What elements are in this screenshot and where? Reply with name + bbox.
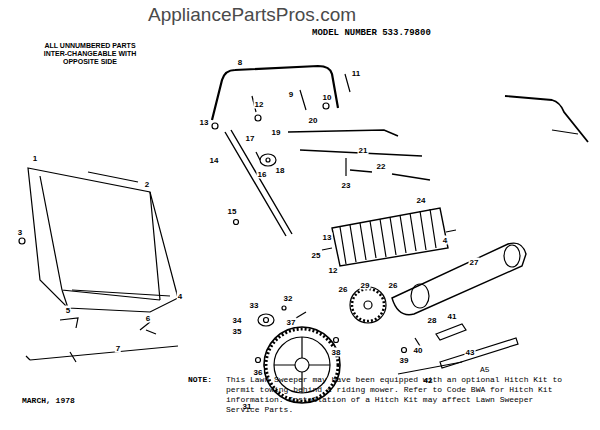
callout-number: 7 [115, 344, 121, 353]
note-heading: NOTE: [188, 375, 212, 385]
callout-number: 1 [32, 154, 38, 163]
callout-number: 13 [322, 233, 333, 242]
callout-number: 4 [442, 236, 448, 245]
callout-number: 37 [286, 318, 297, 327]
callout-number: 18 [275, 166, 286, 175]
callout-number: 5 [65, 306, 71, 315]
note-text: This Lawn Sweeper may have been equipped… [226, 375, 571, 415]
callout-number: 43 [465, 348, 476, 357]
callout-number: 17 [245, 134, 256, 143]
callout-number: 12 [254, 100, 265, 109]
callout-number: 16 [257, 170, 268, 179]
callout-number: 32 [283, 294, 294, 303]
callout-number: 9 [288, 90, 294, 99]
callout-number: 21 [358, 146, 369, 155]
callout-number: 38 [331, 348, 342, 357]
callout-number: 39 [399, 356, 410, 365]
model-title: MODEL NUMBER 533.79800 [312, 28, 431, 38]
callout-number: 10 [322, 93, 333, 102]
callout-number: 41 [447, 312, 458, 321]
watermark: AppliancePartsPros.com [148, 4, 356, 26]
callout-number: 14 [209, 156, 220, 165]
callout-number: 11 [351, 69, 361, 78]
callout-number: 34 [232, 316, 243, 325]
interchange-note: ALL UNNUMBERED PARTS INTER-CHANGEABLE WI… [38, 42, 142, 66]
callout-number: 12 [328, 266, 339, 275]
callout-number: 20 [308, 116, 319, 125]
callout-number: 8 [237, 58, 243, 67]
callout-number: 40 [413, 346, 424, 355]
callout-number: 33 [249, 301, 260, 310]
callout-number: 22 [376, 162, 387, 171]
callout-number: 3 [17, 228, 23, 237]
callout-number: 19 [271, 128, 282, 137]
callout-number: 28 [427, 316, 438, 325]
callout-number: 35 [232, 327, 243, 336]
sheet-code: A5 [480, 365, 490, 375]
callout-number: 15 [227, 207, 238, 216]
callout-number: 26 [388, 281, 399, 290]
callout-number: 6 [145, 314, 151, 323]
callout-number: 2 [144, 180, 150, 189]
date: MARCH, 1978 [22, 396, 75, 406]
callout-number: 29 [360, 281, 371, 290]
callout-number: 24 [416, 196, 427, 205]
callout-number: 25 [311, 251, 322, 260]
callout-number: 23 [341, 181, 352, 190]
callout-number: 26 [338, 285, 349, 294]
callout-number: 13 [199, 118, 210, 127]
callout-number: 27 [469, 258, 480, 267]
callout-number: 4 [177, 292, 183, 301]
